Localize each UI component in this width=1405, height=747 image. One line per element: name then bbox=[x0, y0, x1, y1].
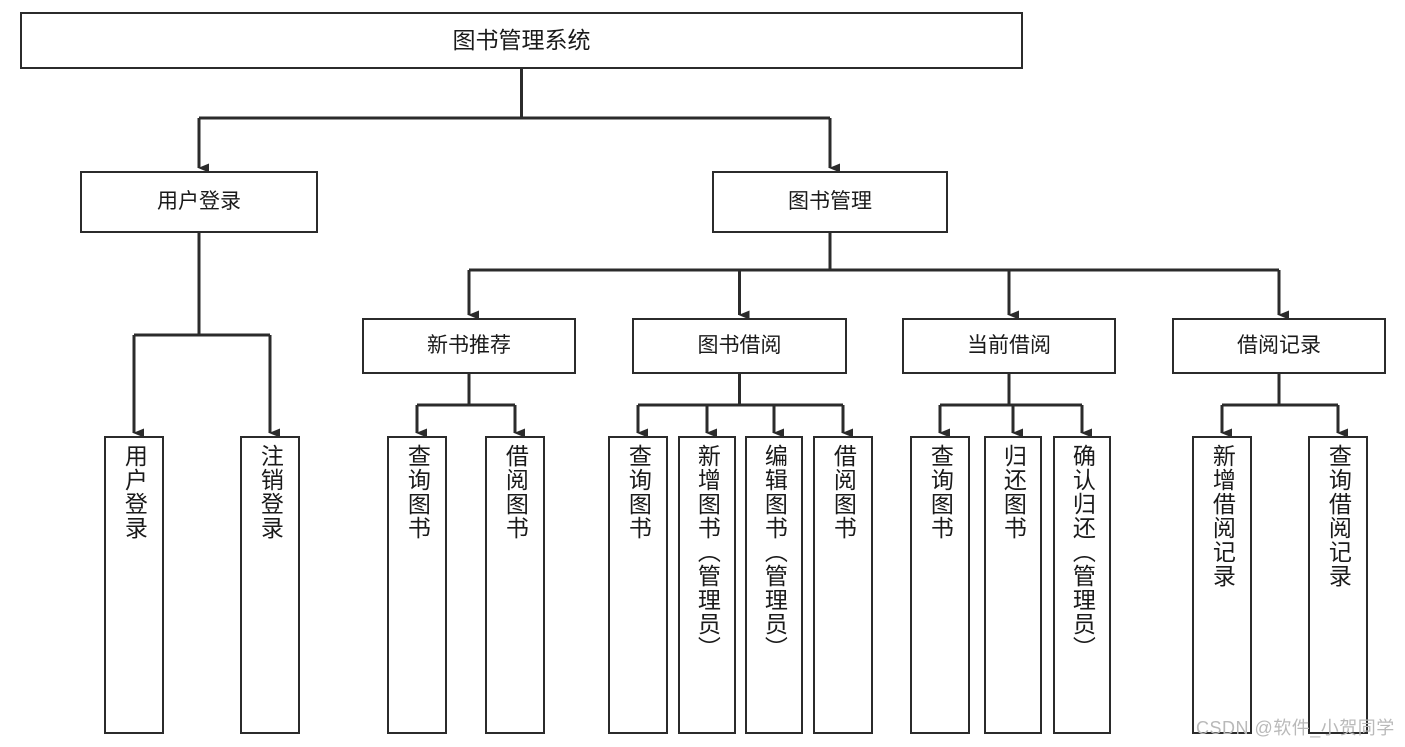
node-book-borrow-label: 图书借阅 bbox=[697, 333, 782, 357]
node-leaf-user-login[interactable]: 用户登录 bbox=[104, 436, 164, 734]
node-leaf-query-books-current[interactable]: 查询图书 bbox=[910, 436, 970, 734]
node-new-book-recommend-label: 新书推荐 bbox=[427, 333, 511, 357]
node-leaf-query-books-recommend[interactable]: 查询图书 bbox=[387, 436, 447, 734]
node-leaf-user-logout-label: 注销登录 bbox=[257, 444, 284, 540]
node-leaf-borrow-books-recommend[interactable]: 借阅图书 bbox=[485, 436, 545, 734]
node-borrow-records[interactable]: 借阅记录 bbox=[1172, 318, 1386, 374]
node-book-management[interactable]: 图书管理 bbox=[712, 171, 948, 233]
node-leaf-user-logout[interactable]: 注销登录 bbox=[240, 436, 300, 734]
node-leaf-borrow-books[interactable]: 借阅图书 bbox=[813, 436, 873, 734]
node-root[interactable]: 图书管理系统 bbox=[20, 12, 1023, 69]
node-current-borrow[interactable]: 当前借阅 bbox=[902, 318, 1116, 374]
node-leaf-query-books-borrow[interactable]: 查询图书 bbox=[608, 436, 668, 734]
csdn-watermark: CSDN @软件_小贺同学 bbox=[1196, 718, 1395, 738]
node-leaf-borrow-books-label: 借阅图书 bbox=[830, 444, 857, 540]
node-user-login[interactable]: 用户登录 bbox=[80, 171, 318, 233]
node-root-label: 图书管理系统 bbox=[452, 26, 591, 53]
node-leaf-query-books-borrow-label: 查询图书 bbox=[625, 444, 652, 540]
node-new-book-recommend[interactable]: 新书推荐 bbox=[362, 318, 576, 374]
node-book-management-label: 图书管理 bbox=[788, 189, 872, 213]
node-leaf-query-borrow-record[interactable]: 查询借阅记录 bbox=[1308, 436, 1368, 734]
node-leaf-borrow-books-recommend-label: 借阅图书 bbox=[502, 444, 529, 540]
node-leaf-add-book-admin[interactable]: 新增图书（管理员） bbox=[678, 436, 736, 734]
node-leaf-add-borrow-record-label: 新增借阅记录 bbox=[1209, 444, 1236, 588]
node-leaf-return-books[interactable]: 归还图书 bbox=[984, 436, 1042, 734]
node-leaf-return-books-label: 归还图书 bbox=[1000, 444, 1027, 540]
node-leaf-edit-book-admin-label: 编辑图书（管理员） bbox=[761, 444, 788, 660]
node-leaf-user-login-label: 用户登录 bbox=[121, 444, 148, 540]
node-leaf-add-borrow-record[interactable]: 新增借阅记录 bbox=[1192, 436, 1252, 734]
node-current-borrow-label: 当前借阅 bbox=[967, 333, 1051, 357]
node-user-login-label: 用户登录 bbox=[157, 189, 241, 213]
node-borrow-records-label: 借阅记录 bbox=[1237, 333, 1321, 357]
node-leaf-edit-book-admin[interactable]: 编辑图书（管理员） bbox=[745, 436, 803, 734]
node-leaf-query-borrow-record-label: 查询借阅记录 bbox=[1325, 444, 1352, 588]
node-leaf-query-books-current-label: 查询图书 bbox=[927, 444, 954, 540]
node-leaf-query-books-recommend-label: 查询图书 bbox=[404, 444, 431, 540]
node-leaf-confirm-return-admin[interactable]: 确认归还（管理员） bbox=[1053, 436, 1111, 734]
node-book-borrow[interactable]: 图书借阅 bbox=[632, 318, 847, 374]
node-leaf-confirm-return-admin-label: 确认归还（管理员） bbox=[1069, 444, 1096, 660]
node-leaf-add-book-admin-label: 新增图书（管理员） bbox=[694, 444, 721, 660]
